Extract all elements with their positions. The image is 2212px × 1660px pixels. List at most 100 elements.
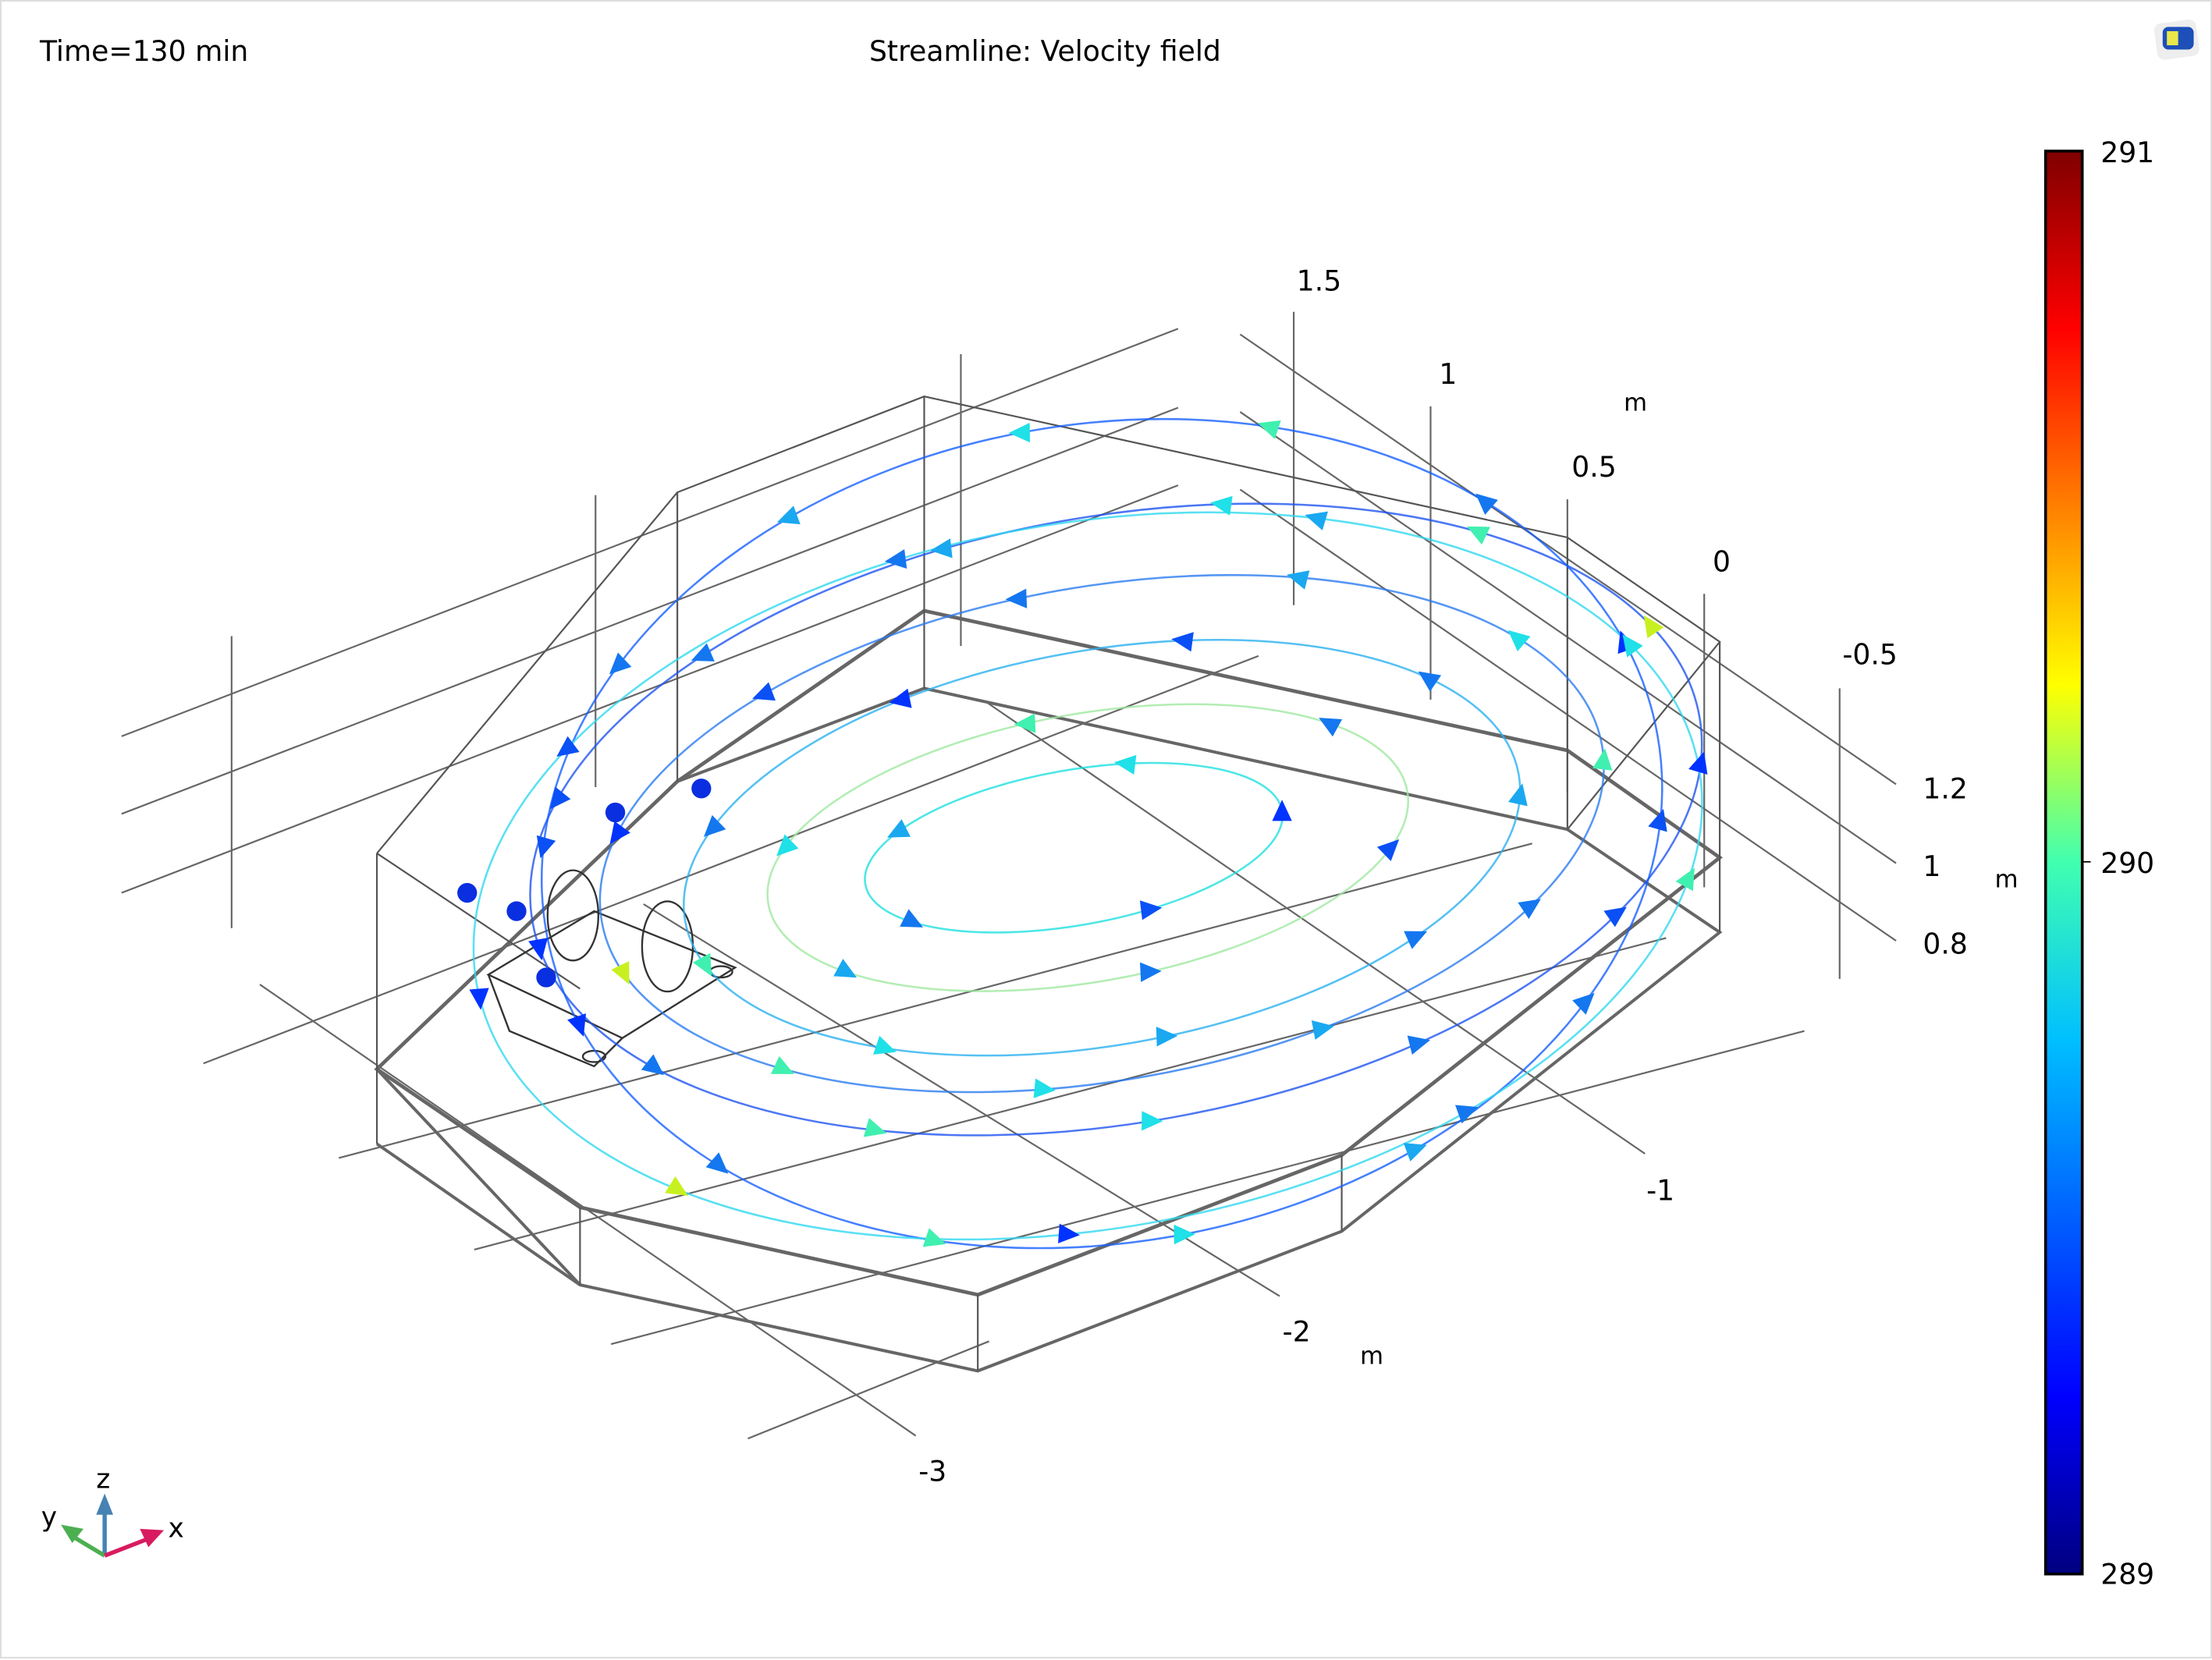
triad-x-label: x <box>168 1513 183 1545</box>
streamline-arrow <box>776 505 801 525</box>
streamline <box>541 417 1663 1250</box>
streamline-arrow <box>1467 526 1491 545</box>
streamline-arrow <box>1173 1224 1195 1245</box>
streamline-arrow <box>922 1228 946 1247</box>
streamline-arrow <box>1572 992 1595 1015</box>
streamline-arrow <box>1643 615 1664 639</box>
streamline-arrow <box>1507 630 1531 651</box>
streamline-arrow <box>1058 1223 1081 1243</box>
streamline-seed <box>457 882 478 903</box>
streamline-arrow <box>609 821 630 844</box>
streamline-arrow <box>556 736 580 757</box>
streamline-arrow <box>1603 906 1627 928</box>
streamlines <box>472 417 1703 1250</box>
streamline-arrow <box>1142 1111 1163 1131</box>
streamline-arrow <box>1113 754 1137 775</box>
z-tick-label: 1 <box>1439 357 1457 391</box>
colorbar-mid-label: 290 <box>2100 846 2154 880</box>
streamline-arrow <box>833 959 857 978</box>
streamline <box>598 573 1605 1094</box>
axis-grid <box>121 311 1897 1440</box>
z-tick-label: 0.5 <box>1571 450 1616 484</box>
streamline-arrow <box>889 688 912 708</box>
y-tick-label: 1 <box>1923 850 1940 883</box>
streamline-arrow <box>469 988 489 1010</box>
streamline-arrow <box>705 1152 729 1174</box>
streamline-arrow <box>1688 751 1708 775</box>
streamline-arrow <box>887 819 911 838</box>
streamline-arrow <box>1404 931 1428 949</box>
x-unit-label: m <box>1360 1342 1383 1370</box>
streamline-arrow <box>1139 900 1163 920</box>
streamline-arrow <box>528 938 549 961</box>
streamline-arrow <box>1518 899 1541 920</box>
streamline-arrow <box>1305 511 1329 530</box>
domain-box-top <box>375 395 1721 1371</box>
streamline-seed <box>691 779 712 799</box>
z-unit-label: m <box>1624 388 1647 417</box>
triad-z-label: z <box>96 1463 110 1495</box>
streamline-arrow <box>1675 867 1695 892</box>
streamline-arrow <box>1622 634 1643 658</box>
y-tick-label: 0.8 <box>1923 927 1967 960</box>
streamline <box>529 502 1703 1137</box>
app-logo-icon <box>2153 19 2200 60</box>
streamline-arrow <box>1272 800 1292 821</box>
streamline-arrow <box>770 1055 794 1074</box>
time-label: Time=130 min <box>39 34 248 68</box>
z-tick-label: -0.5 <box>1842 638 1898 672</box>
streamline-arrow <box>1319 718 1343 737</box>
streamline-seed <box>605 802 626 823</box>
streamline-arrow <box>1156 1027 1178 1047</box>
streamline-arrow <box>1592 748 1613 771</box>
z-tick-label: 0 <box>1713 544 1731 578</box>
streamline-arrow <box>1403 1143 1427 1162</box>
plot-title: Streamline: Velocity field <box>869 34 1221 68</box>
streamline-arrow <box>1033 1078 1056 1098</box>
streamline-arrow <box>884 548 907 569</box>
streamline-arrow <box>776 834 799 857</box>
streamline-arrow <box>1475 493 1498 516</box>
triad-y-label: y <box>41 1502 57 1533</box>
streamline-arrow <box>930 538 953 559</box>
streamline-arrow <box>1258 420 1281 439</box>
streamline-arrow <box>752 682 776 701</box>
x-tick-label: -1 <box>1646 1174 1674 1208</box>
streamline-arrow <box>536 835 556 859</box>
streamline-seed <box>506 901 527 921</box>
streamline-arrow <box>693 952 712 977</box>
x-tick-label: -2 <box>1283 1314 1311 1348</box>
streamline-arrow <box>1171 632 1194 652</box>
streamline-arrow <box>703 814 726 837</box>
streamline-seed <box>536 967 556 988</box>
x-tick-label: -3 <box>918 1454 946 1488</box>
streamline-arrow <box>1508 783 1528 807</box>
streamline <box>683 638 1521 1057</box>
streamline-arrow <box>609 652 632 675</box>
streamline-arrow <box>1210 495 1233 516</box>
streamline-arrow <box>873 1035 897 1055</box>
streamline-arrow <box>1376 839 1400 861</box>
streamline-arrow <box>549 786 571 810</box>
streamline-arrow <box>1005 588 1028 608</box>
y-unit-label: m <box>1995 865 2018 893</box>
streamline-arrow <box>567 1013 587 1037</box>
colorbar-min-label: 289 <box>2100 1557 2154 1591</box>
streamline-arrow <box>900 909 924 928</box>
streamline-arrows <box>457 420 1708 1247</box>
x-axis-arrow <box>104 1536 150 1558</box>
y-tick-label: 1.2 <box>1923 771 1967 805</box>
streamline-arrow <box>1014 713 1036 733</box>
streamline-arrow <box>641 1054 664 1076</box>
streamline-arrow <box>1311 1020 1334 1040</box>
streamline-arrow <box>863 1118 887 1137</box>
z-tick-label: 1.5 <box>1297 264 1341 298</box>
streamline-arrow <box>1008 423 1031 443</box>
streamline-arrow <box>1418 671 1442 692</box>
colorbar-max-label: 291 <box>2100 136 2154 169</box>
streamline-arrow <box>1648 808 1667 832</box>
streamline-arrow <box>1139 962 1162 982</box>
streamline-arrow <box>1407 1035 1431 1055</box>
